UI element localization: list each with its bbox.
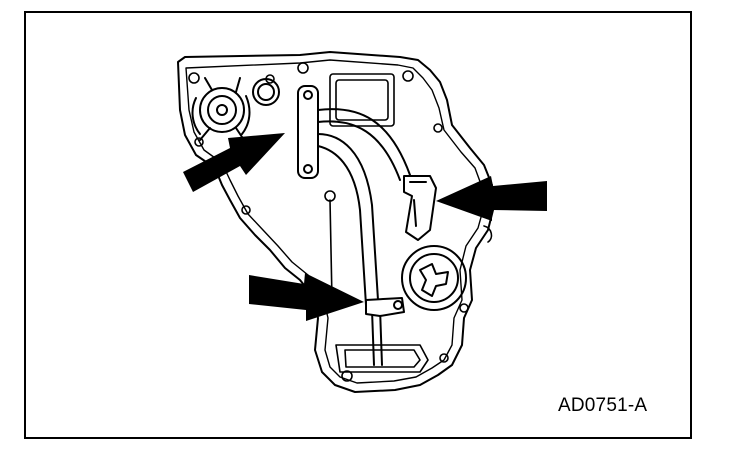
- callout-arrow-lower: [249, 273, 364, 321]
- cover-outline: [177, 51, 494, 393]
- inner-ribs: [324, 73, 429, 373]
- upper-left-sprocket: [191, 77, 280, 141]
- callout-arrow-right: [436, 176, 547, 221]
- pipe-bracket-upper-left: [297, 85, 319, 179]
- pipe-bracket-right: [403, 175, 437, 241]
- callout-arrow-upper-left: [183, 133, 285, 192]
- crank-hub: [401, 245, 467, 311]
- oil-pipes: [317, 108, 411, 366]
- right-hook: [483, 225, 493, 243]
- bolt-holes: [188, 62, 480, 382]
- figure-id-label: AD0751-A: [558, 395, 648, 416]
- pipe-bracket-lower: [365, 297, 405, 317]
- gasket-line: [185, 59, 484, 384]
